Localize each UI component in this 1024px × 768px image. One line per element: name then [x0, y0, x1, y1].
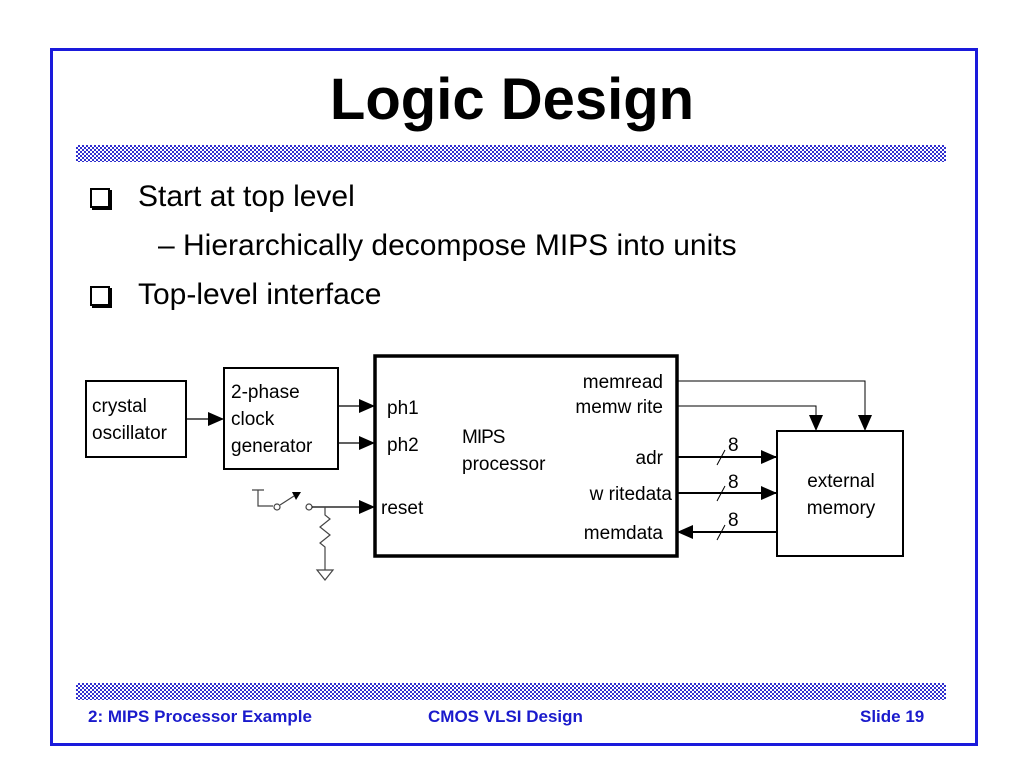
slide-title: Logic Design	[329, 67, 695, 132]
diagram-label: reset	[381, 498, 424, 519]
bus-width-label: 8	[728, 510, 739, 531]
diagram-shape	[776, 430, 904, 557]
bus-width-label: 8	[728, 472, 739, 493]
diagram-shape	[85, 380, 187, 458]
diagram-shape	[319, 507, 331, 570]
crystal-oscillator-block: crystal oscillator	[85, 380, 187, 458]
diagram-shape	[273, 503, 281, 511]
diagram-shape	[716, 449, 726, 466]
diagram-shape	[716, 524, 726, 541]
diagram-shape	[373, 354, 679, 558]
diagram-label: memdata	[584, 523, 664, 544]
mips-processor-block: ph1 ph2 reset MIPS processor memread mem…	[373, 354, 679, 558]
diagram-shape	[677, 405, 823, 431]
diagram-label: w ritedata	[589, 484, 673, 505]
external-memory-block: external memory	[776, 430, 904, 557]
square-bullet-icon	[90, 188, 110, 208]
bottom-divider	[76, 683, 946, 700]
diagram-shape	[223, 367, 339, 470]
diagram-label: oscillator	[92, 423, 168, 444]
diagram-label: processor	[462, 454, 546, 475]
diagram-shape	[252, 489, 273, 507]
control-wires	[677, 380, 872, 431]
reset-switch-circuit	[252, 489, 375, 581]
diagram-shape	[279, 495, 295, 506]
diagram-label: memw rite	[575, 397, 663, 418]
footer-lecture: 2: MIPS Processor Example	[88, 707, 312, 726]
bullet-2: Top-level interface	[90, 278, 382, 312]
diagram-label: ph1	[387, 398, 419, 419]
diagram-shape	[292, 492, 301, 500]
diagram-label: MIPS	[462, 427, 505, 448]
diagram-shape	[677, 380, 872, 431]
diagram-label: memory	[807, 498, 876, 519]
diagram-label: adr	[636, 448, 664, 469]
footer-slide-number: Slide 19	[860, 707, 925, 726]
bullet-text: Start at top level	[138, 180, 355, 213]
diagram-label: crystal	[92, 396, 147, 417]
footer-course: CMOS VLSI Design	[428, 707, 583, 726]
diagram-label: clock	[231, 409, 275, 430]
diagram-label: external	[807, 471, 875, 492]
diagram-label: ph2	[387, 435, 419, 456]
bullet-text: Top-level interface	[138, 278, 382, 311]
diagram-shape	[716, 485, 726, 502]
top-divider	[76, 145, 946, 162]
clock-generator-block: 2-phase clock generator	[223, 367, 339, 470]
diagram-shape	[305, 503, 313, 511]
data-buses	[677, 449, 777, 541]
square-bullet-icon	[90, 286, 110, 306]
diagram-shape	[315, 569, 335, 581]
diagram-label: memread	[583, 372, 663, 393]
diagram-label: 2-phase	[231, 382, 300, 403]
bus-width-label: 8	[728, 435, 739, 456]
slide-frame	[50, 48, 978, 746]
diagram-label: generator	[231, 436, 313, 457]
sub-bullet-1: – Hierarchically decompose MIPS into uni…	[158, 229, 737, 262]
bullet-1: Start at top level	[90, 180, 355, 214]
